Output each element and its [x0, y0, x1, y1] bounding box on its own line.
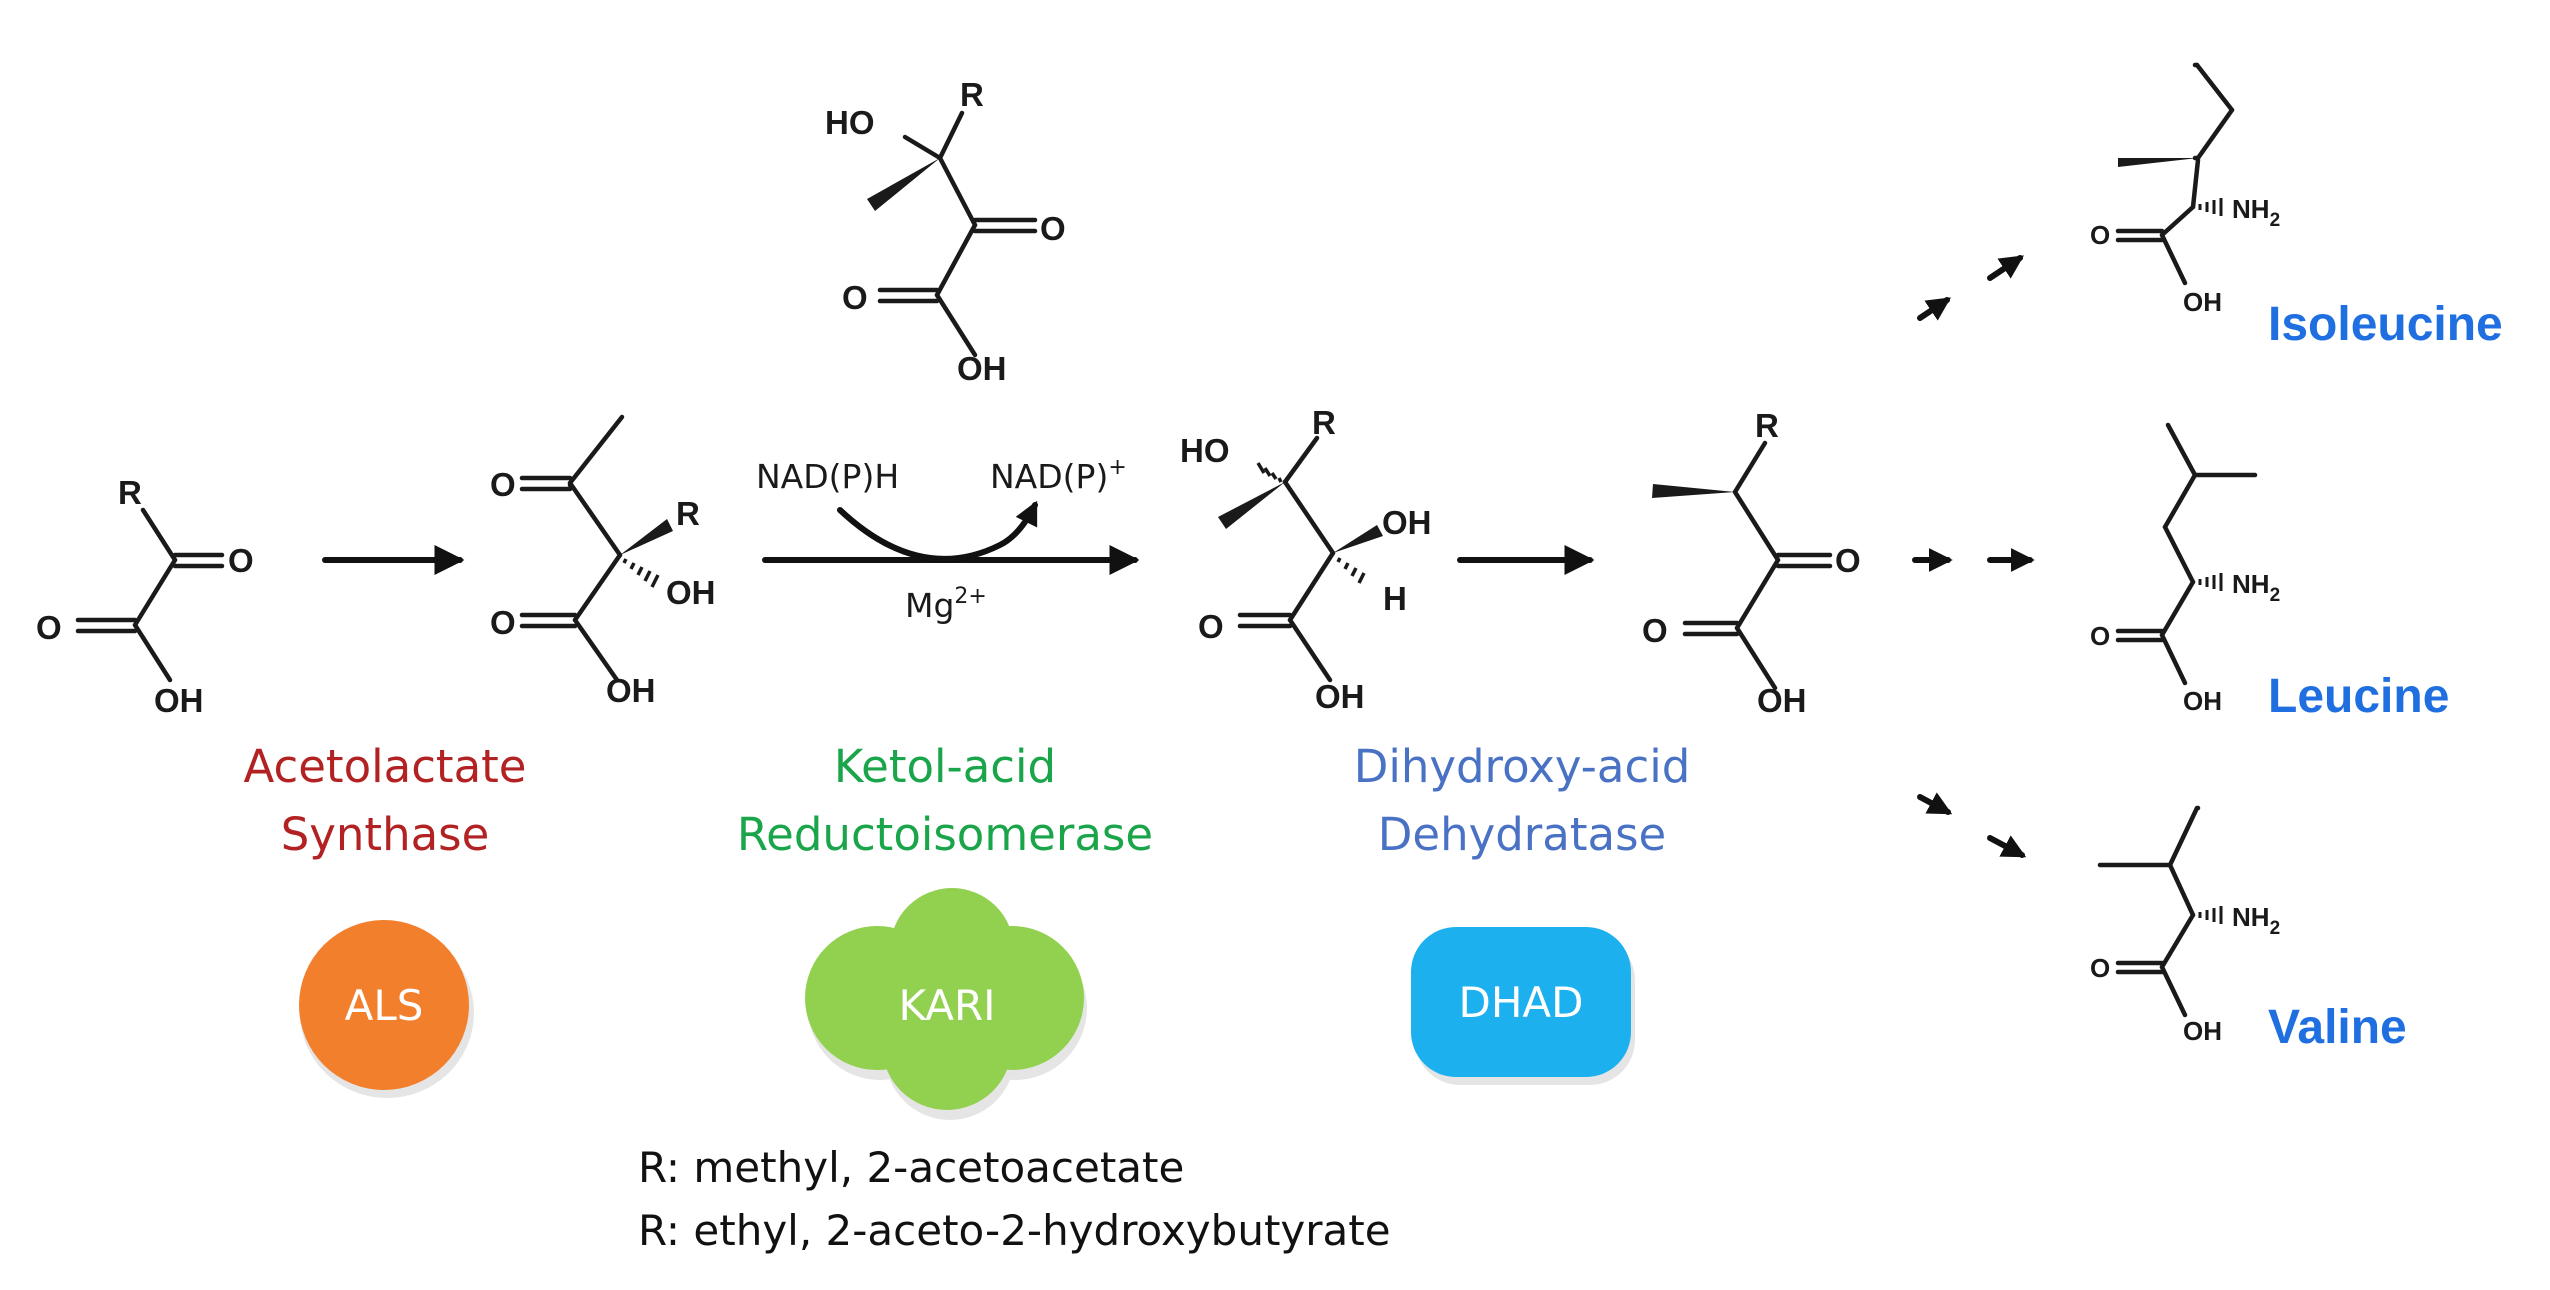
atom-label: O: [490, 466, 516, 503]
wedge-bond: [2118, 158, 2198, 167]
molecule-2-oxo-acid: R O O OH: [36, 474, 254, 719]
atom-label: OH: [154, 682, 204, 719]
badge-label: KARI: [898, 981, 995, 1030]
atom-label: O: [490, 604, 516, 641]
atom-label: R: [1755, 407, 1779, 444]
atom-label: O: [36, 609, 62, 646]
cofactor-curved-arrow: [837, 500, 1038, 562]
hash-bond: [1336, 557, 1366, 584]
product-name-valine: Valine: [2268, 1001, 2407, 1054]
atom-label: O: [228, 542, 254, 579]
molecule-valine: NH2 O OH: [2090, 805, 2280, 1046]
footnote-r-methyl: R: methyl, 2-acetoacetate: [638, 1143, 1184, 1192]
enzyme-name-kari: Reductoisomerase: [737, 808, 1153, 861]
product-name-isoleucine: Isoleucine: [2268, 298, 2503, 351]
hash-bond: [1256, 462, 1283, 483]
atom-label: R: [118, 474, 142, 511]
hash-bond: [622, 558, 660, 588]
atom-label: O: [842, 279, 868, 316]
atom-label: R: [960, 76, 984, 113]
cofactor-nadph: NAD(P)H: [756, 457, 899, 496]
badge-label: DHAD: [1459, 978, 1584, 1027]
atom-label: OH: [1382, 504, 1432, 541]
atom-label: OH: [1757, 682, 1807, 719]
molecule-keto-intermediate: HO R O O OH: [825, 76, 1066, 387]
atom-label: OH: [1315, 678, 1365, 715]
enzyme-name-als: Acetolactate: [244, 740, 527, 793]
atom-label: HO: [1180, 432, 1230, 469]
atom-label: OH: [957, 350, 1007, 387]
molecule-dihydroxy-acid: HO R OH H O OH: [1180, 404, 1432, 715]
wedge-bond: [1218, 482, 1285, 529]
hash-bond: [2198, 198, 2223, 216]
enzyme-badge-als: ALS: [299, 920, 474, 1098]
atom-label: O: [1198, 608, 1224, 645]
atom-label: H: [1383, 580, 1407, 617]
molecule-2-keto-acid: R O O OH: [1642, 407, 1861, 719]
molecule-leucine: NH2 O OH: [2090, 422, 2280, 716]
atom-label: R: [1312, 404, 1336, 441]
wedge-bond: [620, 519, 673, 555]
atom-label: OH: [2183, 1016, 2222, 1046]
atom-label: NH2: [2232, 902, 2280, 939]
molecule-acetohydroxy-acid: O O R OH OH: [490, 414, 716, 709]
atom-label: NH2: [2232, 194, 2280, 231]
atom-label: O: [2090, 621, 2110, 651]
atom-label: OH: [666, 574, 716, 611]
enzyme-name-dhad: Dihydroxy-acid: [1354, 740, 1691, 793]
atom-label: OH: [2183, 686, 2222, 716]
multistep-arrow-isoleucine: [1987, 255, 2024, 281]
product-name-leucine: Leucine: [2268, 670, 2449, 723]
atom-label: OH: [2183, 287, 2222, 317]
atom-label: O: [2090, 220, 2110, 250]
badge-label: ALS: [345, 981, 424, 1030]
atom-label: OH: [606, 672, 656, 709]
atom-label: O: [1040, 210, 1066, 247]
enzyme-badge-kari: KARI: [805, 888, 1087, 1120]
atom-label: HO: [825, 104, 875, 141]
enzyme-name-dhad: Dehydratase: [1378, 808, 1666, 861]
atom-label: O: [1835, 542, 1861, 579]
footnote-r-ethyl: R: ethyl, 2-aceto-2-hydroxybutyrate: [638, 1206, 1391, 1255]
multistep-arrow-valine: [1987, 835, 2027, 858]
hash-bond: [2198, 906, 2223, 924]
multistep-arrow-isoleucine: [1917, 297, 1951, 321]
atom-label: O: [1642, 612, 1668, 649]
atom-label: O: [2090, 953, 2110, 983]
multistep-arrow-valine: [1917, 792, 1953, 815]
atom-label: R: [676, 495, 700, 532]
wedge-bond: [867, 158, 940, 211]
enzyme-name-als: Synthase: [281, 808, 490, 861]
molecule-isoleucine: NH2 O OH: [2090, 62, 2280, 317]
atom-label: NH2: [2232, 569, 2280, 606]
enzyme-badge-dhad: DHAD: [1411, 927, 1635, 1085]
hash-bond: [2198, 573, 2223, 591]
wedge-bond: [1652, 484, 1735, 498]
cofactor-nadp: NAD(P)+: [990, 455, 1127, 496]
enzyme-name-kari: Ketol-acid: [834, 740, 1056, 793]
cofactor-metal: Mg2+: [905, 584, 987, 625]
wedge-bond: [1333, 525, 1383, 553]
